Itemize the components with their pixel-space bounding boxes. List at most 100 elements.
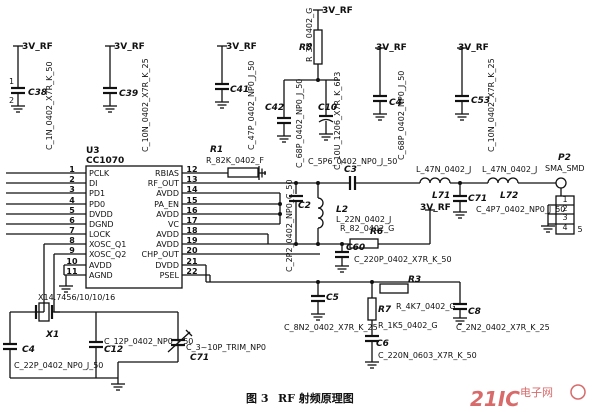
ref-r8: R8: [299, 43, 312, 53]
value-c39: C_10N_0402_X7R_K_25: [141, 58, 150, 152]
ref-c53: C53: [471, 96, 490, 106]
supply-label: 3V_RF: [114, 42, 145, 52]
chip-pin-name: XOSC_Q1: [89, 240, 126, 249]
value-r6: R_82_0402_G: [340, 224, 394, 233]
value-c3: C_5P6_0402_NP0_J_50: [308, 157, 397, 166]
connector-pin-number: 4: [562, 223, 567, 232]
ref-c60: C60: [346, 243, 365, 253]
connector-p2: P2 SMA_SMD: [540, 153, 585, 235]
value-c10: C_10U_1206_X7R_K_6P3: [333, 72, 342, 170]
watermark-logo: 21IC 电子网: [470, 384, 586, 411]
ref-p2: P2: [558, 153, 571, 163]
value-c4-crystal: C_22P_0402_NP0_J_50: [14, 361, 103, 370]
value-c12: C_12P_0402_NP0_J_50: [104, 337, 193, 346]
value-l2: L_22N_0402_J: [336, 215, 391, 224]
crystal-section: X1 X14.7456/10/10/16 C4 C_22P_0402_NP0_J…: [3, 244, 266, 391]
chip-pin-number: 18: [186, 226, 198, 235]
chip-pin-number: 15: [186, 196, 198, 205]
ref-c71: C71: [468, 194, 487, 204]
supply-label: 3V_RF: [22, 42, 53, 52]
matching-network: C2 C_2P2_0402_NP0_C_50 L2 L_22N_0402_J 3…: [267, 179, 452, 273]
chip-pin-number: 2: [69, 175, 75, 184]
ref-c2: C2: [298, 201, 311, 211]
chip-pin-number: 11: [66, 267, 78, 276]
chip-pin-name: AVDD: [156, 230, 179, 239]
chip-pin-number: 19: [186, 236, 198, 245]
rf-output-path: C3 C_5P6_0402_NP0_J_50 L71 L_47N_0402_J …: [270, 157, 565, 219]
chip-u3: U3 CC1070: [6, 146, 320, 293]
chip-pin-number: 17: [186, 216, 197, 225]
chip-pin-number: 13: [186, 175, 197, 184]
value-r3: R_4K7_0402_G: [396, 302, 456, 311]
figure-caption-title: RF 射频原理图: [278, 391, 354, 405]
chip-pin-number: 22: [186, 267, 197, 276]
capacitor-c42: C42 C_68P_0402_NP0_J_50: [265, 78, 340, 168]
ref-r3: R3: [408, 275, 421, 285]
chip-pin-name: PCLK: [89, 169, 110, 178]
value-c6: C_220N_0603_X7R_K_50: [378, 351, 477, 360]
value-c42: C_68P_0402_NP0_J_50: [295, 79, 304, 168]
chip-pin-number: 16: [186, 206, 198, 215]
value-x1: X14.7456/10/10/16: [38, 293, 115, 302]
ref-c3: C3: [344, 165, 357, 175]
chip-pin-number: 1: [69, 165, 75, 174]
chip-pin-name: AGND: [89, 271, 113, 280]
value-r8: R_33_0402_G: [305, 8, 314, 62]
watermark-brand: 21IC: [470, 387, 520, 411]
chip-pin-name: PD1: [89, 189, 105, 198]
value-c60: C_220P_0402_X7R_K_50: [354, 255, 452, 264]
ref-x1: X1: [45, 330, 59, 340]
chip-pin-number: 7: [69, 226, 75, 235]
supply-label: 3V_RF: [458, 43, 489, 53]
chip-pin-number: 8: [69, 236, 75, 245]
loop-filter: C5 C_8N2_0402_X7R_K_25 R3 R_4K7_0402_G R…: [205, 265, 550, 369]
capacitor-c53: 3V_RF C53 C_10N_0402_X7R_K_25: [454, 43, 496, 152]
connector-pin-number: 5: [577, 225, 582, 234]
chip-pin-number: 3: [69, 185, 75, 194]
chip-pin-name: AVDD: [89, 261, 112, 270]
supply-label: 3V_RF: [376, 43, 407, 53]
chip-ref: U3: [86, 146, 100, 156]
ref-l2: L2: [336, 205, 348, 215]
ref-c41: C41: [230, 85, 249, 95]
chip-pin-name: RBIAS: [155, 169, 179, 178]
pin-mark: 1: [9, 77, 14, 86]
connector-pin-number: 2: [562, 204, 567, 213]
chip-pin-number: 20: [186, 246, 198, 255]
ref-r6: R6: [370, 227, 383, 237]
watermark-site: 电子网: [520, 386, 553, 399]
ref-c38: C38: [28, 88, 47, 98]
chip-pin-name: XOSC_Q2: [89, 250, 126, 259]
supply-label: 3V_RF: [226, 42, 257, 52]
value-c2: C_2P2_0402_NP0_C_50: [285, 179, 294, 272]
value-l71: L_47N_0402_J: [416, 165, 471, 174]
chip-left-pin-names: PCLKDIPD1PD0DVDDDGNDLOCKXOSC_Q1XOSC_Q2AV…: [89, 169, 126, 280]
value-c4-top: C_68P_0402_NP0_J_50: [397, 71, 406, 160]
value-r1: R_82K_0402_F: [206, 156, 264, 165]
chip-pin-name: CHP_OUT: [142, 250, 180, 259]
value-r7: R_1K5_0402_G: [378, 321, 438, 330]
value-l72: L_47N_0402_J: [482, 165, 537, 174]
capacitor-c10: C10 C_10U_1206_X7R_K_6P3: [318, 72, 342, 170]
pin-mark: 2: [9, 96, 14, 105]
ref-l72: L72: [500, 191, 518, 201]
value-c8: C_2N2_0402_X7R_K_25: [456, 323, 550, 332]
chip-pin-number: 10: [66, 257, 78, 266]
value-c71: C_4P7_0402_NP0_J_50: [476, 205, 565, 214]
chip-pin-name: AVDD: [156, 240, 179, 249]
resistor-r8: 3V_RF R8 R_33_0402_G: [299, 6, 353, 80]
ref-c5: C5: [326, 293, 339, 303]
chip-part: CC1070: [86, 156, 124, 166]
capacitor-c4-top: 3V_RF C4 C_68P_0402_NP0_J_50: [372, 43, 407, 160]
capacitor-c41: 3V_RF C41 C_47P_0402_NP0_J_50: [214, 42, 257, 150]
ref-c10: C10: [318, 103, 337, 113]
ref-c39: C39: [119, 89, 138, 99]
value-c53: C_10N_0402_X7R_K_25: [487, 58, 496, 152]
resistor-r1: R1 R_82K_0402_F: [206, 145, 266, 181]
value-c41: C_47P_0402_NP0_J_50: [247, 61, 256, 150]
capacitor-c39: 3V_RF C39 C_10N_0402_X7R_K_25: [102, 42, 150, 152]
chip-pin-name: RF_OUT: [148, 179, 179, 188]
chip-pin-number: 12: [186, 165, 197, 174]
